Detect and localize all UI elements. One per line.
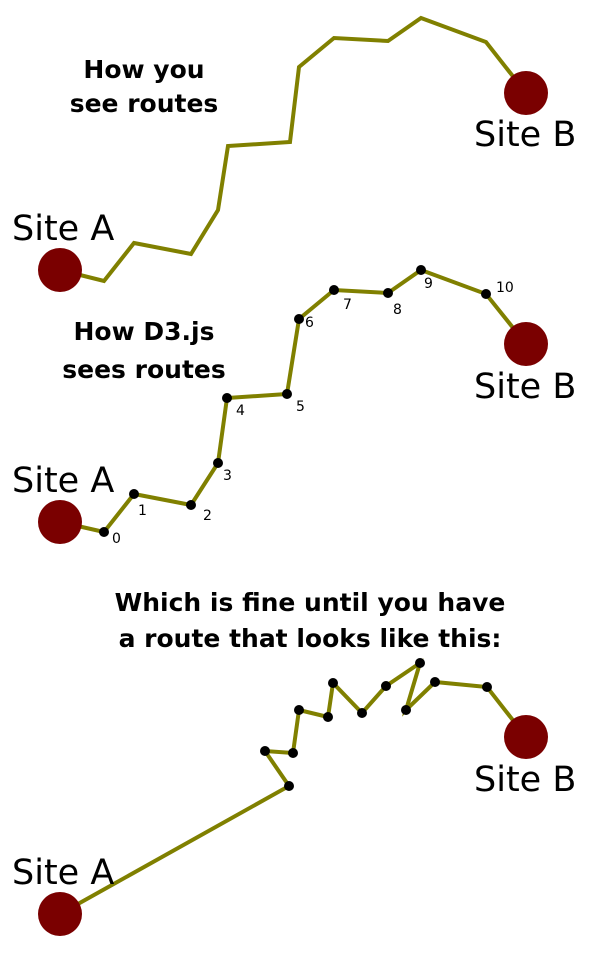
route-point (328, 678, 338, 688)
route-point (415, 658, 425, 668)
route-point (99, 527, 109, 537)
route-point (357, 708, 367, 718)
route-point (294, 705, 304, 715)
site-a-marker (38, 892, 82, 936)
point-index-label: 7 (343, 297, 352, 313)
site-a-label: Site A (12, 461, 114, 501)
route-point (416, 265, 426, 275)
route-point (383, 288, 393, 298)
route-point (186, 500, 196, 510)
route-point (213, 458, 223, 468)
point-index-label: 4 (236, 403, 245, 419)
panel3-heading-line1: Which is fine until you have (115, 588, 506, 617)
route-point (430, 677, 440, 687)
site-b-label: Site B (474, 760, 576, 800)
site-b-marker (504, 715, 548, 759)
site-a-marker (38, 248, 82, 292)
panel-how-d3-sees: How D3.js sees routes Site A Site B 0 1 … (12, 265, 576, 547)
site-b-label: Site B (474, 115, 576, 155)
point-index-label: 8 (393, 302, 402, 318)
route-point (482, 682, 492, 692)
point-index-label: 10 (496, 280, 514, 296)
panel-messy-route: Which is fine until you have a route tha… (12, 588, 576, 936)
route-point (282, 389, 292, 399)
point-index-label: 9 (424, 276, 433, 292)
site-b-marker (504, 322, 548, 366)
route-point (329, 285, 339, 295)
panel2-heading-line1: How D3.js (74, 317, 215, 346)
panel2-heading-line2: sees routes (62, 355, 225, 384)
point-index-label: 1 (138, 503, 147, 519)
route-point (294, 314, 304, 324)
panel1-heading-line1: How you (83, 55, 204, 84)
site-a-marker (38, 500, 82, 544)
site-a-label: Site A (12, 209, 114, 249)
point-index-label: 6 (305, 315, 314, 331)
site-b-marker (504, 71, 548, 115)
route-point (481, 289, 491, 299)
panel-how-you-see: How you see routes Site A Site B (12, 15, 576, 292)
route-point (288, 748, 298, 758)
point-index-label: 3 (223, 468, 232, 484)
route-point (284, 781, 294, 791)
route-point (129, 489, 139, 499)
panel1-heading-line2: see routes (70, 89, 219, 118)
route-point (222, 393, 232, 403)
route-point (323, 712, 333, 722)
route-point (381, 681, 391, 691)
point-index-label: 5 (296, 399, 305, 415)
point-index-label: 0 (112, 531, 121, 547)
point-index-label: 2 (203, 508, 212, 524)
route-line (59, 15, 528, 284)
route-point (260, 746, 270, 756)
route-point (401, 705, 411, 715)
site-a-label: Site A (12, 853, 114, 893)
panel3-heading-line2: a route that looks like this: (119, 624, 502, 653)
site-b-label: Site B (474, 367, 576, 407)
